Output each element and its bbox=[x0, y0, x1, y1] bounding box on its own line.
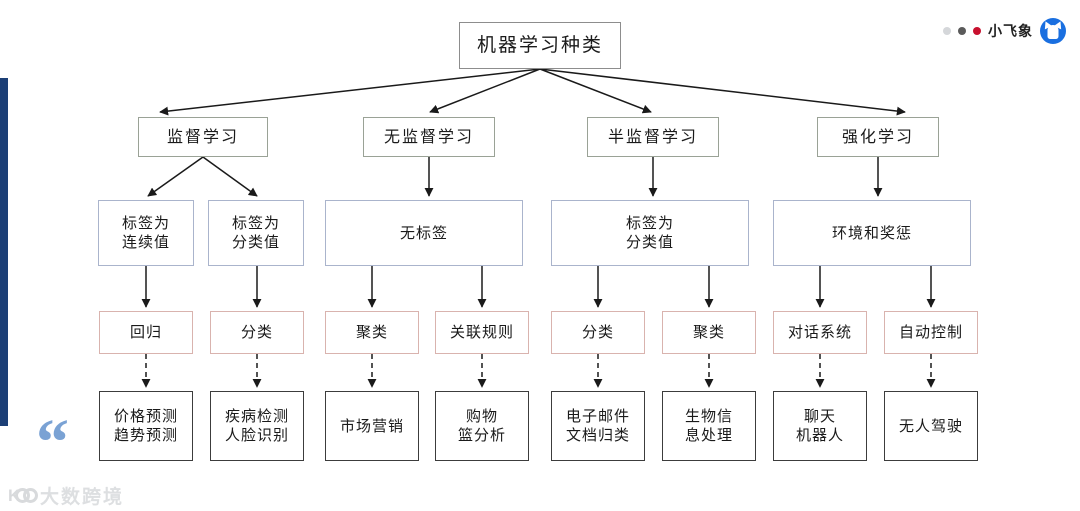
node-level5-1[interactable]: 疾病检测人脸识别 bbox=[210, 391, 304, 461]
node-level4-7[interactable]: 自动控制 bbox=[884, 311, 978, 354]
node-level4-4[interactable]: 分类 bbox=[551, 311, 645, 354]
node-label: 疾病检测 bbox=[224, 407, 289, 426]
node-label: 机器人 bbox=[795, 426, 844, 444]
node-label: 市场营销 bbox=[339, 416, 404, 435]
node-level3-1[interactable]: 标签为分类值 bbox=[208, 200, 304, 266]
node-label: 购物 bbox=[465, 407, 498, 426]
node-level2-1[interactable]: 无监督学习 bbox=[363, 117, 495, 157]
node-level3-0[interactable]: 标签为连续值 bbox=[98, 200, 194, 266]
node-label: 强化学习 bbox=[841, 127, 914, 146]
node-label: 自动控制 bbox=[898, 323, 963, 342]
node-label: 标签为 bbox=[121, 214, 170, 233]
node-level2-2[interactable]: 半监督学习 bbox=[587, 117, 719, 157]
node-level3-4[interactable]: 环境和奖惩 bbox=[773, 200, 971, 266]
dot-icon-3 bbox=[973, 27, 981, 35]
edge-l2-l3-0 bbox=[147, 156, 204, 197]
node-label: 聚类 bbox=[355, 323, 388, 342]
node-level5-6[interactable]: 聊天机器人 bbox=[773, 391, 867, 461]
node-level4-3[interactable]: 关联规则 bbox=[435, 311, 529, 354]
watermark-site-name: 大数跨境 bbox=[40, 487, 125, 508]
node-label: 文档归类 bbox=[565, 426, 630, 444]
node-label: 标签为 bbox=[625, 214, 674, 233]
node-label: 价格预测 bbox=[113, 407, 178, 426]
node-level4-1[interactable]: 分类 bbox=[210, 311, 304, 354]
node-level5-7[interactable]: 无人驾驶 bbox=[884, 391, 978, 461]
node-label: 环境和奖惩 bbox=[831, 223, 912, 242]
node-label: 机器学习种类 bbox=[476, 33, 603, 56]
node-level4-6[interactable]: 对话系统 bbox=[773, 311, 867, 354]
node-label: 无标签 bbox=[399, 223, 448, 242]
node-label: 分类 bbox=[240, 323, 273, 342]
bottom-left-watermark: K 大数跨境 bbox=[8, 482, 124, 509]
node-level5-0[interactable]: 价格预测趋势预测 bbox=[99, 391, 193, 461]
watermark-brand-name: 小飞象 bbox=[988, 23, 1033, 39]
edge-root-3 bbox=[539, 68, 906, 116]
node-label: 电子邮件 bbox=[565, 407, 630, 426]
top-right-watermark: 小飞象 bbox=[943, 18, 1066, 44]
edge-root-1 bbox=[429, 68, 541, 114]
edge-root-2 bbox=[539, 68, 652, 114]
left-accent-bar bbox=[0, 78, 8, 426]
edge-root-0 bbox=[159, 68, 541, 116]
node-level5-2[interactable]: 市场营销 bbox=[325, 391, 419, 461]
node-label: 标签为 bbox=[231, 214, 280, 233]
node-level2-0[interactable]: 监督学习 bbox=[138, 117, 268, 157]
node-label: 息处理 bbox=[684, 426, 733, 444]
node-label: 分类 bbox=[581, 323, 614, 342]
dot-icon-2 bbox=[958, 27, 966, 35]
node-level3-3[interactable]: 标签为分类值 bbox=[551, 200, 749, 266]
node-label: 趋势预测 bbox=[113, 426, 178, 444]
node-label: 生物信 bbox=[684, 407, 733, 426]
node-label: 聚类 bbox=[692, 323, 725, 342]
node-label: 篮分析 bbox=[457, 426, 506, 444]
dashujukuajing-logo-icon: K bbox=[8, 486, 38, 506]
node-level4-2[interactable]: 聚类 bbox=[325, 311, 419, 354]
node-level4-0[interactable]: 回归 bbox=[99, 311, 193, 354]
node-label: 无监督学习 bbox=[383, 127, 474, 146]
node-label: 无人驾驶 bbox=[898, 416, 963, 435]
node-root[interactable]: 机器学习种类 bbox=[459, 22, 621, 69]
node-label: 对话系统 bbox=[787, 323, 852, 342]
node-level5-5[interactable]: 生物信息处理 bbox=[662, 391, 756, 461]
quote-mark-icon: “ bbox=[36, 406, 69, 479]
node-label: 监督学习 bbox=[166, 127, 239, 146]
node-level5-4[interactable]: 电子邮件文档归类 bbox=[551, 391, 645, 461]
dot-icon-1 bbox=[943, 27, 951, 35]
node-label: 关联规则 bbox=[449, 323, 514, 342]
node-label: 人脸识别 bbox=[224, 426, 289, 444]
node-label: 聊天 bbox=[803, 407, 836, 426]
node-level2-3[interactable]: 强化学习 bbox=[817, 117, 939, 157]
node-label: 半监督学习 bbox=[607, 127, 698, 146]
node-level4-5[interactable]: 聚类 bbox=[662, 311, 756, 354]
node-level3-2[interactable]: 无标签 bbox=[325, 200, 523, 266]
xiaofeixiang-logo-icon bbox=[1040, 18, 1066, 44]
node-label: 分类值 bbox=[231, 233, 280, 251]
node-label: 连续值 bbox=[121, 233, 170, 251]
node-label: 分类值 bbox=[625, 233, 674, 251]
edge-l2-l3-1 bbox=[202, 156, 258, 197]
node-level5-3[interactable]: 购物篮分析 bbox=[435, 391, 529, 461]
node-label: 回归 bbox=[129, 323, 162, 342]
